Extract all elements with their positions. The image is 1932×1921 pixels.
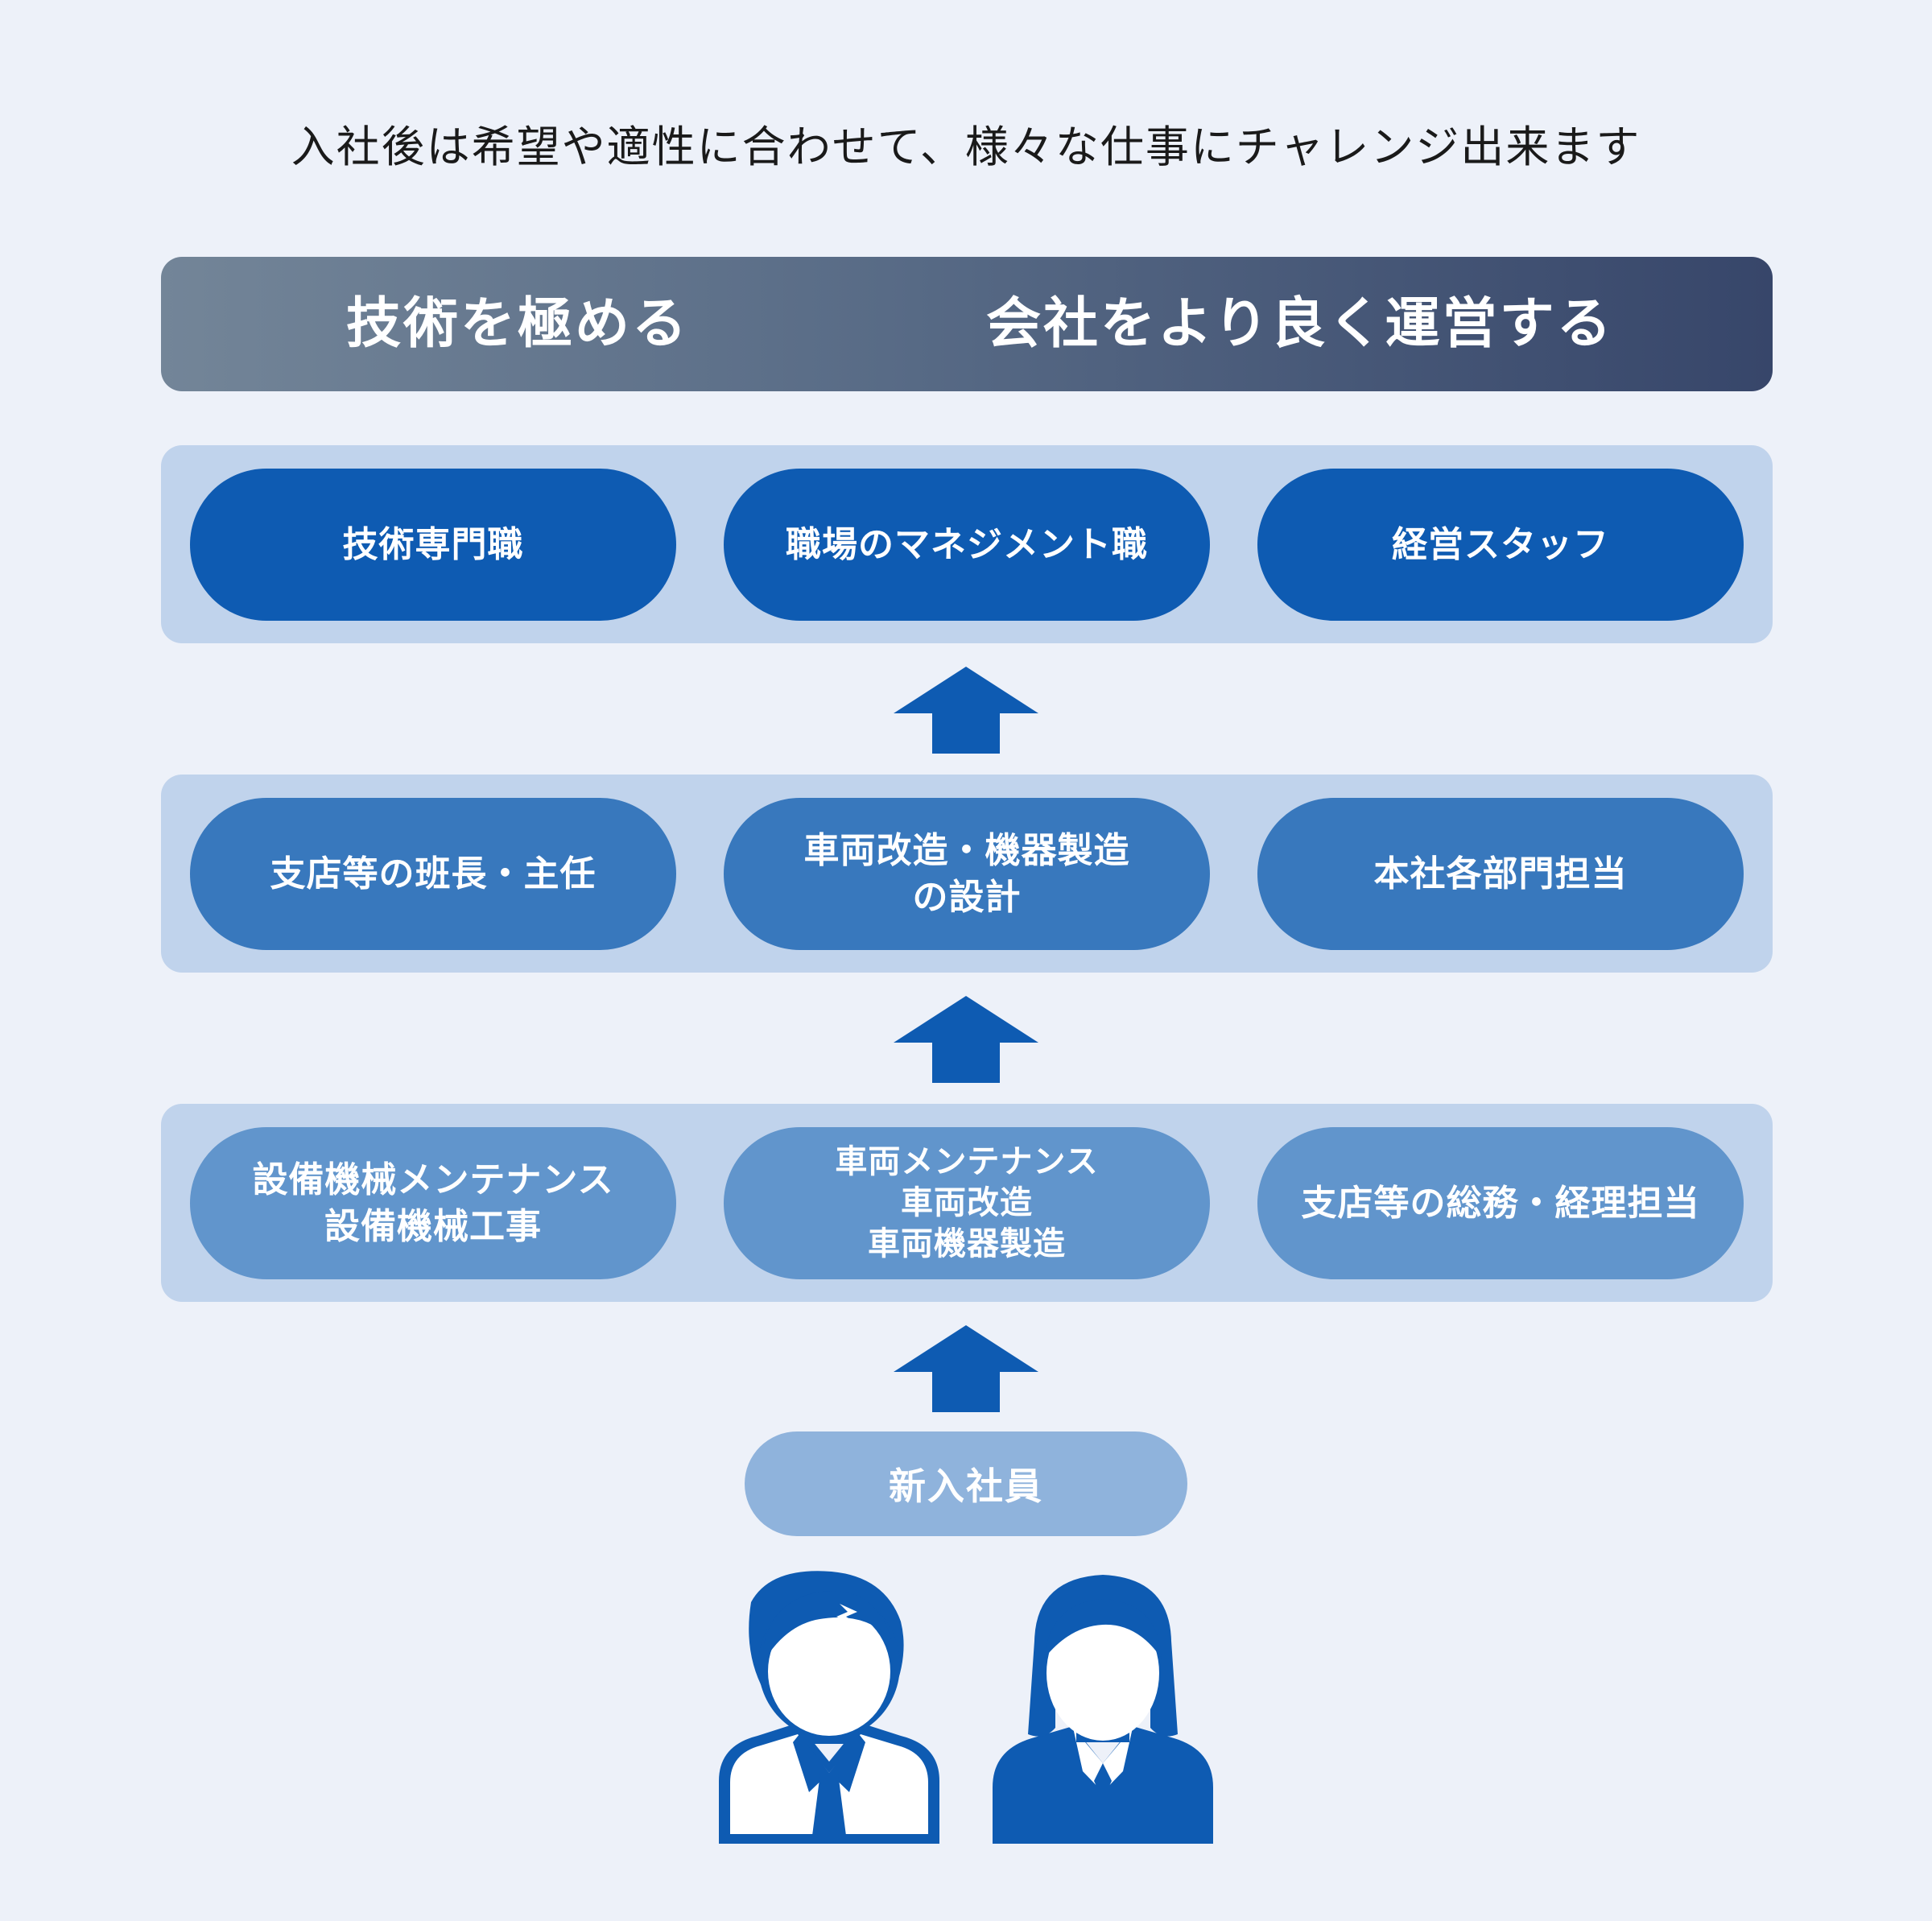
goal-management: 会社をより良く運営する xyxy=(986,292,1614,356)
career-goal-banner: 技術を極める 会社をより良く運営する xyxy=(161,257,1773,391)
goal-technical: 技術を極める xyxy=(346,292,690,356)
role-equipment-maintenance: 設備機械メンテナンス 設備機械工事 xyxy=(190,1127,676,1279)
intro-text: 入社後は希望や適性に合わせて、様々な仕事にチャレンジ出来ます xyxy=(291,122,1641,172)
role-branch-leader: 支店等の班長・主任 xyxy=(190,798,676,950)
role-headquarters-department: 本社各部門担当 xyxy=(1257,798,1744,950)
female-employee-icon xyxy=(993,1575,1213,1844)
male-employee-icon xyxy=(719,1571,939,1844)
tier-middle: 支店等の班長・主任 車両改造・機器製造 の設計 本社各部門担当 xyxy=(161,775,1773,973)
role-vehicle-maintenance: 車両メンテナンス 車両改造 車両機器製造 xyxy=(724,1127,1210,1279)
role-executive-staff: 経営スタッフ xyxy=(1257,469,1744,621)
up-arrow-icon xyxy=(894,667,1038,754)
role-technical-specialist: 技術専門職 xyxy=(190,469,676,621)
role-workplace-management: 職場のマネジメント職 xyxy=(724,469,1210,621)
tier-entry: 設備機械メンテナンス 設備機械工事 車両メンテナンス 車両改造 車両機器製造 支… xyxy=(161,1104,1773,1302)
up-arrow-icon xyxy=(894,996,1038,1083)
role-vehicle-design: 車両改造・機器製造 の設計 xyxy=(724,798,1210,950)
up-arrow-icon xyxy=(894,1325,1038,1412)
new-employee-label: 新入社員 xyxy=(745,1431,1187,1536)
role-general-affairs-accounting: 支店等の総務・経理担当 xyxy=(1257,1127,1744,1279)
tier-senior: 技術専門職 職場のマネジメント職 経営スタッフ xyxy=(161,445,1773,643)
